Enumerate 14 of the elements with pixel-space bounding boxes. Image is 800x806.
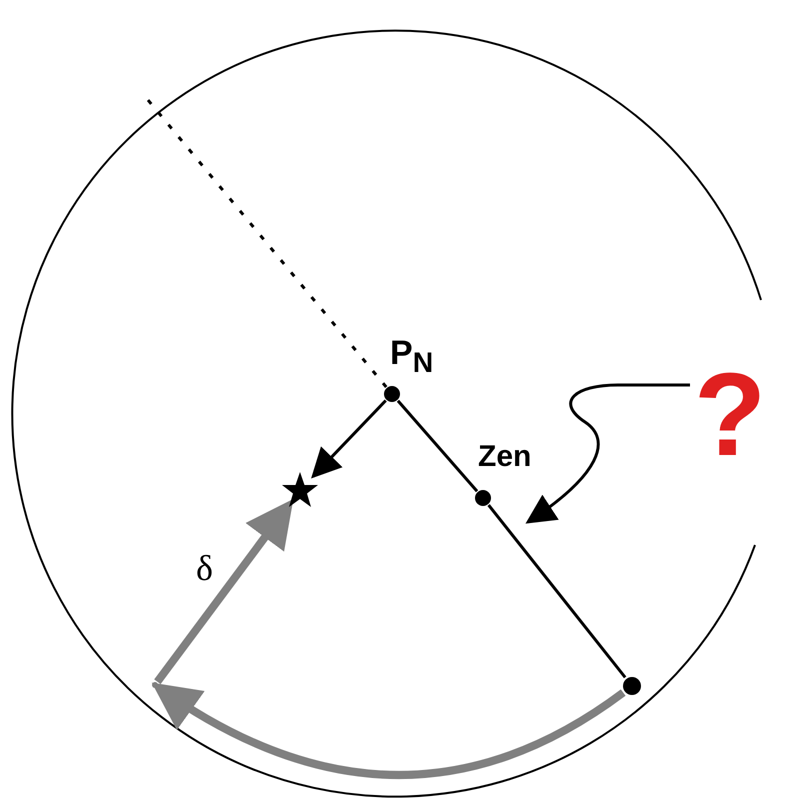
- arrow: [311, 399, 387, 478]
- question-mark: ?: [694, 356, 766, 474]
- pole-label: P$_{N}$: [390, 336, 434, 378]
- dotted-line: [146, 99, 388, 388]
- arc-endpoint: [152, 682, 158, 688]
- zenith-label: Zen: [478, 442, 532, 472]
- leader-line: [526, 384, 690, 524]
- line: [487, 504, 626, 678]
- arrow: [154, 498, 294, 684]
- line: [396, 400, 478, 492]
- point-dot: [623, 677, 641, 695]
- star-icon: [281, 471, 319, 509]
- arrow: [152, 682, 626, 779]
- edge-label: δ: [196, 550, 213, 586]
